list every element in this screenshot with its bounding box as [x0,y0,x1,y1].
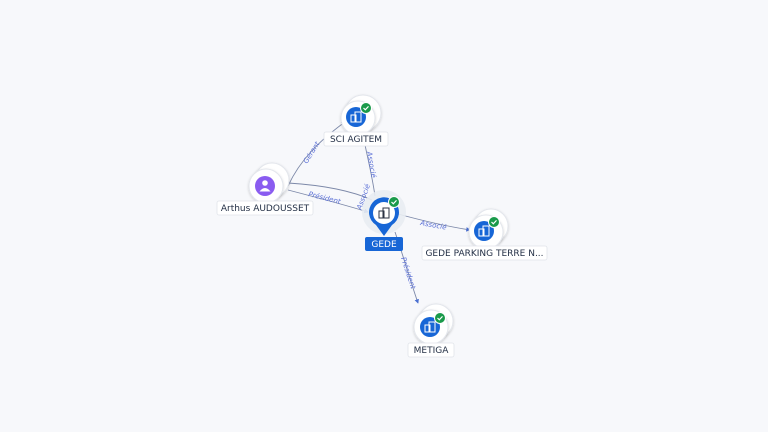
node-label-chip: SCI AGITEM [323,131,389,147]
node-sci-agitem[interactable]: SCI AGITEM [323,94,389,147]
edge-arthus-sci[interactable] [287,121,346,187]
check-badge-icon [434,312,446,324]
node-label: Arthus AUDOUSSET [221,204,310,214]
node-label: SCI AGITEM [330,135,382,145]
check-badge-icon [388,196,400,208]
building-icon [478,225,490,237]
building-icon [378,207,390,219]
node-gede-parking[interactable]: GEDE PARKING TERRE N... [421,208,548,261]
edge-label-gerant: Gérant [302,140,322,165]
node-label: GEDE PARKING TERRE N... [425,249,543,259]
check-badge-icon [360,102,372,114]
person-node-circle [255,176,275,196]
edge-arthus-gede-2[interactable] [287,182,373,201]
edge-label-president-2: Président [399,256,417,290]
node-label: GEDE [371,240,397,250]
node-label-chip: GEDE PARKING TERRE N... [421,245,548,261]
building-icon [424,321,436,333]
node-label: METIGA [414,346,450,356]
node-label-chip: METIGA [407,342,455,358]
edge-arthus-gede[interactable] [287,189,369,214]
building-icon [350,111,362,123]
node-label-chip: GEDE [365,237,403,251]
node-metiga[interactable]: METIGA [407,303,455,358]
node-arthus-audousset[interactable]: Arthus AUDOUSSET [216,162,314,216]
person-icon [259,180,271,192]
node-gede[interactable]: GEDE [362,190,406,251]
node-label-chip: Arthus AUDOUSSET [216,200,314,216]
check-badge-icon [488,216,500,228]
edge-label-associe-2: Associé [419,219,448,232]
edge-label-associe-1: Associé [365,150,378,179]
